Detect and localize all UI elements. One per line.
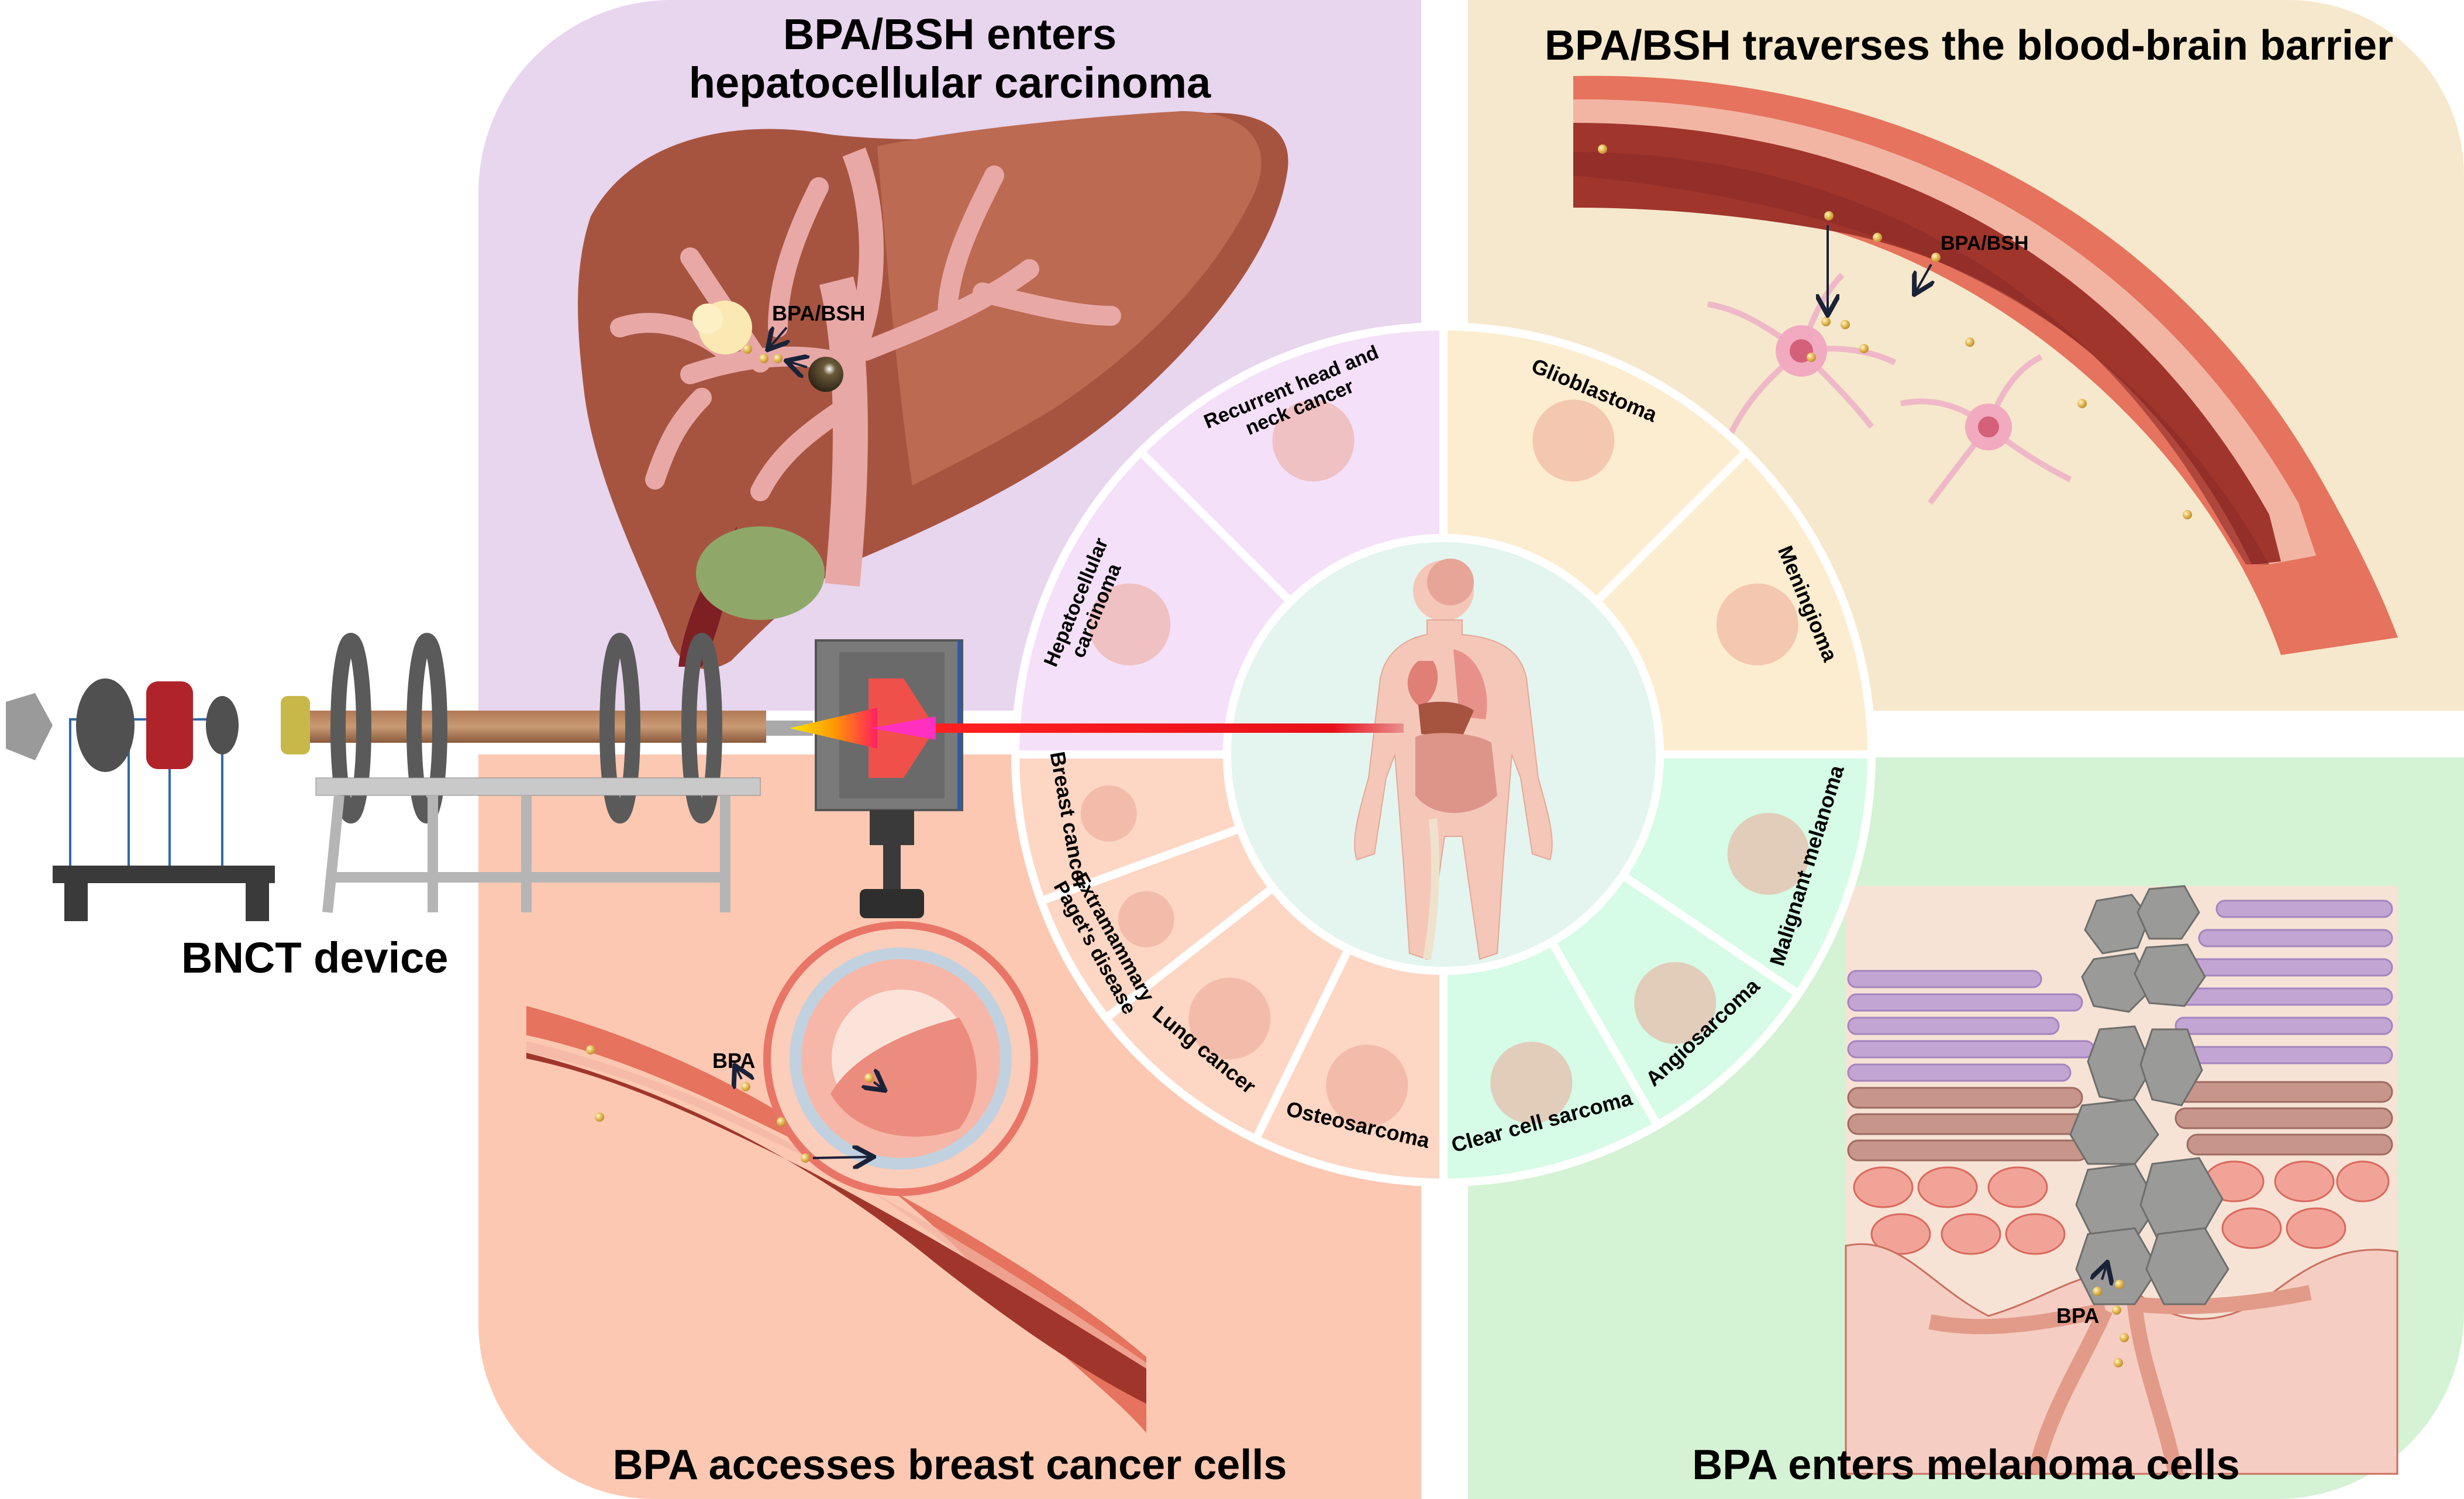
- liver-icon: [1088, 583, 1171, 666]
- vessel-tissue-icon: [1634, 962, 1717, 1044]
- skin-section: [1845, 885, 2398, 1476]
- hcc-bpa-bsh-annotation: BPA/BSH: [772, 301, 865, 325]
- melanoma-bpa-annotation: BPA: [2056, 1304, 2099, 1328]
- meningioma-brain-icon: [1716, 583, 1798, 666]
- bnct-device-label: BNCT device: [181, 933, 449, 982]
- bone-icon: [1326, 1045, 1408, 1127]
- hcc-title-line2: hepatocellular carcinoma: [688, 58, 1211, 107]
- head-neck-icon: [1272, 399, 1355, 482]
- neutron-beam: [936, 723, 1404, 733]
- forearm-muscle-icon: [1490, 1042, 1573, 1124]
- hcc-title-line1: BPA/BSH enters: [783, 10, 1117, 58]
- bnct-device-illustration: [6, 633, 963, 921]
- blood-vessel-bbb: [1573, 75, 2398, 655]
- bpa-particles-bbb: [1598, 144, 2192, 519]
- lung-icon: [1188, 977, 1271, 1060]
- bbb-panel-title: BPA/BSH traverses the blood-brain barrie…: [1544, 22, 2394, 69]
- breast-panel-title: BPA accesses breast cancer cells: [612, 1442, 1287, 1488]
- melanoma-panel-title: BPA enters melanoma cells: [1692, 1442, 2240, 1488]
- brain-icon: [1532, 399, 1615, 482]
- hcc-panel-title: BPA/BSH enters hepatocellular carcinoma: [478, 10, 1421, 108]
- breast-duct: [763, 921, 1038, 1196]
- foot-icon: [1727, 812, 1810, 895]
- cancer-types-ring: [1011, 322, 1876, 1187]
- bbb-bpa-bsh-annotation: BPA/BSH: [1941, 232, 2029, 254]
- breast-bpa-annotation: BPA: [712, 1049, 755, 1073]
- liver-illustration: [578, 111, 1288, 669]
- breast-icon: [1080, 785, 1137, 842]
- bpa-particles-melanoma: [2093, 1280, 2129, 1367]
- skin-lesion-icon: [1118, 891, 1174, 947]
- human-body-illustration: [1354, 559, 1553, 960]
